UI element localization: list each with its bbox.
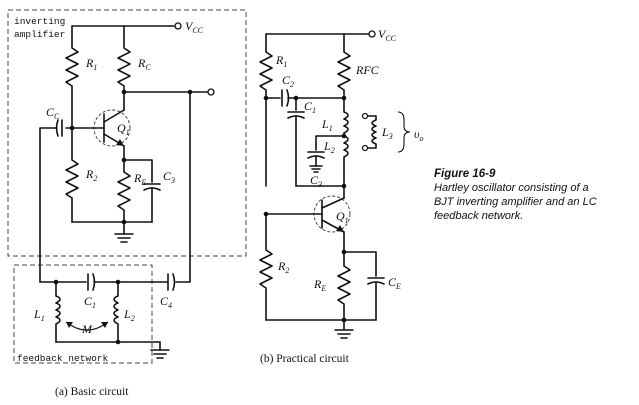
re-label: RE xyxy=(133,171,146,187)
l1-inductor-b xyxy=(343,97,349,137)
q1-label-b: Q1 xyxy=(336,209,349,225)
rfc-choke xyxy=(337,33,351,99)
c3-label-b: C3 xyxy=(310,173,322,189)
amplifier-label: amplifier xyxy=(14,29,65,40)
caption-basic-circuit: (a) Basic circuit xyxy=(55,386,129,398)
vo-brace xyxy=(397,111,411,153)
feedback-network-label: feedback network xyxy=(17,353,109,364)
re-resistor-b xyxy=(337,251,351,321)
ground-symbol-a xyxy=(114,233,134,243)
l2-inductor xyxy=(113,281,119,343)
ground-symbol-c3 xyxy=(309,165,323,173)
l3-terminal-bottom xyxy=(361,144,369,152)
practical-circuit: VCC R1 RFC C2 C1 L1 L2 C3 xyxy=(259,27,424,365)
cc-label: CC xyxy=(46,105,60,121)
vcc-terminal-a xyxy=(174,22,182,30)
vcc-label-b: VCC xyxy=(378,27,397,43)
r2-resistor-b xyxy=(259,213,273,321)
r2-label: R2 xyxy=(85,167,97,183)
ground-symbol-d xyxy=(334,329,354,339)
l3-label: L3 xyxy=(381,125,393,141)
l1-label-b: L1 xyxy=(321,117,333,133)
r1-resistor-b xyxy=(259,33,273,99)
c2-label: C2 xyxy=(282,73,294,89)
vo-label: υo xyxy=(414,127,424,143)
figure-text-line-3: feedback network. xyxy=(434,210,523,222)
figure-text-line-1: Hartley oscillator consisting of a xyxy=(434,182,589,194)
l3-terminal-top xyxy=(361,112,369,120)
c1-label: C1 xyxy=(84,294,96,310)
vcc-label-a: VCC xyxy=(185,19,204,35)
rc-resistor xyxy=(117,25,131,111)
inverting-label: inverting xyxy=(14,16,65,27)
m-label: M xyxy=(81,322,93,336)
caption-practical-circuit: (b) Practical circuit xyxy=(260,353,350,365)
l1-inductor xyxy=(55,281,61,343)
figure-title: Figure 16-9 xyxy=(434,168,496,180)
r1-label: R1 xyxy=(85,56,97,72)
q1-label: Q1 xyxy=(117,121,130,137)
l2-inductor-b xyxy=(343,135,349,187)
output-terminal-a xyxy=(207,88,215,96)
r1-resistor xyxy=(65,25,79,129)
ground-symbol-b xyxy=(150,349,170,359)
l3-inductor xyxy=(367,115,377,149)
basic-circuit: inverting amplifier feedback network VCC… xyxy=(7,9,247,398)
amplifier-box xyxy=(7,9,247,257)
l1-label: L1 xyxy=(33,307,45,323)
r1-label-b: R1 xyxy=(275,53,287,69)
c3-label: C3 xyxy=(163,169,175,185)
ce-label: CE xyxy=(388,275,401,291)
vcc-terminal-b xyxy=(368,30,376,38)
re-resistor xyxy=(117,159,131,223)
rfc-label: RFC xyxy=(355,63,380,77)
figure-caption: Figure 16-9 Hartley oscillator consistin… xyxy=(434,168,597,222)
l2-label: L2 xyxy=(123,307,135,323)
re-label-b: RE xyxy=(313,277,326,293)
c4-label: C4 xyxy=(160,294,172,310)
r2-label-b: R2 xyxy=(277,259,289,275)
rc-label: RC xyxy=(137,56,151,72)
c1-label-b: C1 xyxy=(304,99,316,115)
r2-resistor xyxy=(65,127,79,223)
feedback-box xyxy=(13,264,153,364)
l2-label-b: L2 xyxy=(323,139,335,155)
figure-text-line-2: BJT inverting amplifier and an LC xyxy=(434,196,597,208)
